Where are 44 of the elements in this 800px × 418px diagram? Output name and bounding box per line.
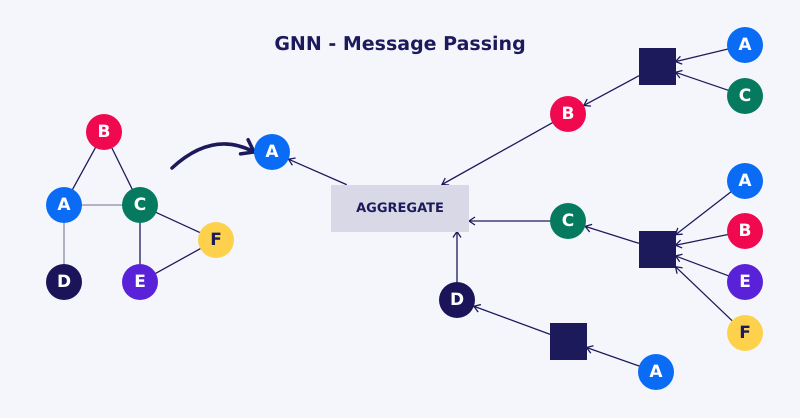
graph-edge bbox=[156, 212, 200, 234]
graph-node: C bbox=[727, 78, 763, 114]
square-node bbox=[550, 322, 586, 360]
square-node bbox=[638, 230, 676, 268]
graph-edge bbox=[63, 222, 65, 265]
graph-edge bbox=[139, 222, 141, 265]
arrow bbox=[674, 234, 728, 249]
arrow bbox=[674, 266, 733, 322]
arrow bbox=[583, 75, 640, 107]
graph-node: E bbox=[727, 264, 763, 300]
graph-edge bbox=[81, 204, 123, 206]
square-node bbox=[638, 48, 676, 84]
arrow bbox=[586, 345, 640, 367]
arrow bbox=[473, 304, 550, 335]
diagram-title: GNN - Message Passing bbox=[273, 33, 527, 55]
graph-node: B bbox=[727, 213, 763, 249]
arrow bbox=[674, 48, 728, 65]
graph-node: A bbox=[638, 354, 674, 390]
arrow bbox=[468, 216, 551, 226]
arrow bbox=[288, 157, 347, 186]
arrow bbox=[674, 254, 729, 276]
graph-node: D bbox=[439, 282, 475, 318]
graph-node: C bbox=[550, 203, 586, 239]
arrow bbox=[441, 122, 553, 186]
graph-node: A bbox=[727, 27, 763, 63]
graph-node: F bbox=[198, 222, 234, 258]
graph-node: B bbox=[550, 96, 586, 132]
arrow bbox=[170, 138, 256, 170]
graph-node: F bbox=[727, 315, 763, 351]
arrow bbox=[674, 70, 729, 91]
graph-node: E bbox=[122, 264, 158, 300]
aggregate-box: AGGREGATE bbox=[331, 184, 469, 232]
arrow bbox=[452, 230, 462, 283]
graph-edge bbox=[111, 148, 133, 190]
graph-node: A bbox=[254, 134, 290, 170]
graph-node: B bbox=[86, 114, 122, 150]
graph-node: A bbox=[727, 163, 763, 199]
arrow bbox=[674, 191, 732, 236]
arrow bbox=[584, 224, 640, 244]
graph-node: A bbox=[46, 187, 82, 223]
graph-edge bbox=[155, 248, 201, 274]
graph-edge bbox=[72, 147, 96, 190]
graph-node: C bbox=[122, 187, 158, 223]
graph-node: D bbox=[46, 264, 82, 300]
